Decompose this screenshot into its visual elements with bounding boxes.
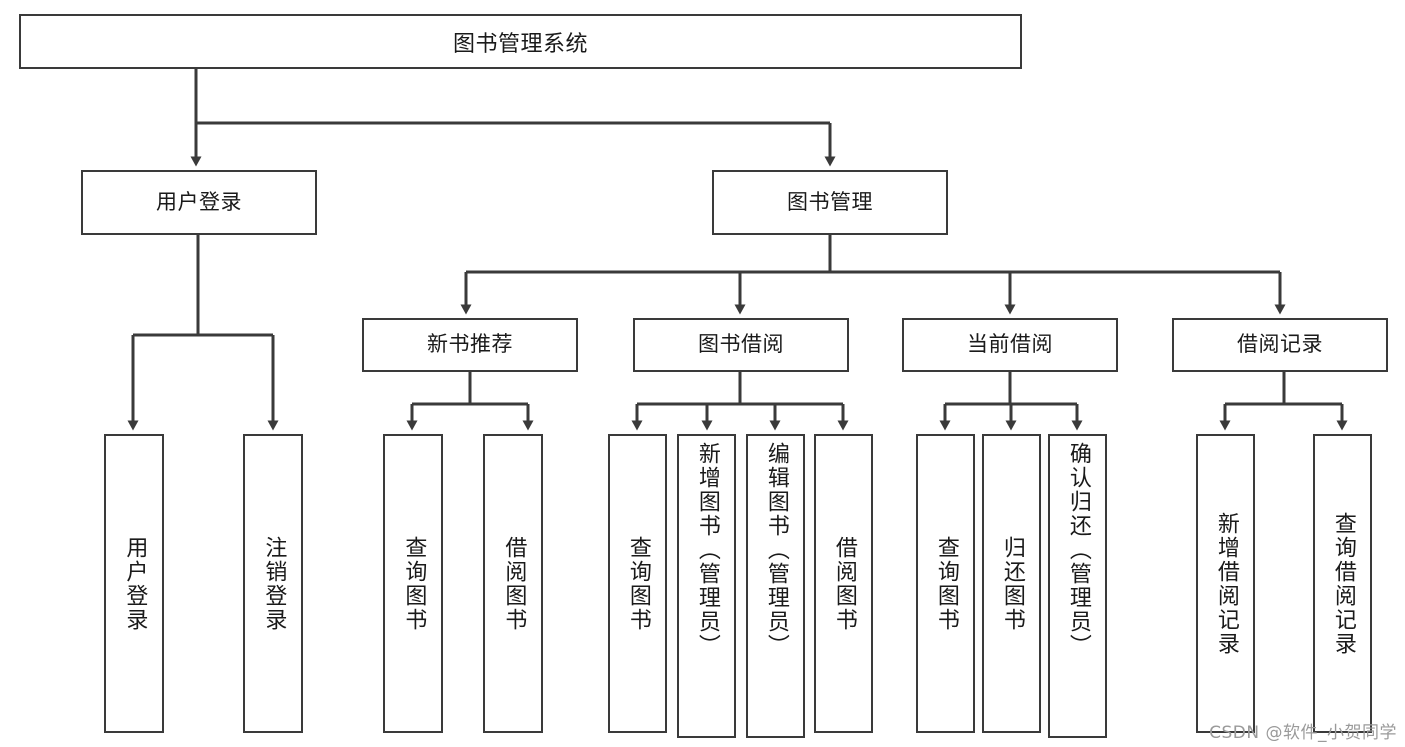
node-new-book-recommend-label: 新书推荐 <box>427 332 513 357</box>
leaf-current-query-book[interactable]: 查询图书 <box>916 434 975 733</box>
node-root-label: 图书管理系统 <box>452 31 588 57</box>
leaf-label: 新增图书（管理员） <box>694 442 720 658</box>
leaf-label: 注销登录 <box>261 535 287 632</box>
node-book-borrow[interactable]: 图书借阅 <box>633 318 849 372</box>
leaf-label: 查询图书 <box>625 535 651 632</box>
leaf-label: 借阅图书 <box>501 535 527 632</box>
node-user-login[interactable]: 用户登录 <box>81 170 317 235</box>
watermark-text: CSDN @软件_小贺同学 <box>1209 723 1397 743</box>
leaf-borrow-query-book[interactable]: 查询图书 <box>608 434 667 733</box>
leaf-label: 用户登录 <box>122 535 148 632</box>
leaf-label: 查询图书 <box>401 535 427 632</box>
leaf-record-query-record[interactable]: 查询借阅记录 <box>1313 434 1372 733</box>
node-root-system[interactable]: 图书管理系统 <box>19 14 1022 69</box>
node-book-management-label: 图书管理 <box>787 189 873 214</box>
leaf-label: 查询图书 <box>933 535 959 632</box>
node-borrow-record-label: 借阅记录 <box>1237 332 1323 357</box>
leaf-current-return-book[interactable]: 归还图书 <box>982 434 1041 733</box>
leaf-current-confirm-return-admin[interactable]: 确认归还（管理员） <box>1048 434 1107 738</box>
node-user-login-label: 用户登录 <box>156 189 242 214</box>
leaf-label: 编辑图书（管理员） <box>763 442 789 658</box>
leaf-user-login-signout[interactable]: 注销登录 <box>243 434 303 733</box>
leaf-label: 确认归还（管理员） <box>1065 442 1091 658</box>
node-book-borrow-label: 图书借阅 <box>698 332 784 357</box>
node-book-management[interactable]: 图书管理 <box>712 170 948 235</box>
node-borrow-record[interactable]: 借阅记录 <box>1172 318 1388 372</box>
node-current-borrow-label: 当前借阅 <box>967 332 1053 357</box>
leaf-borrow-add-book-admin[interactable]: 新增图书（管理员） <box>677 434 736 738</box>
node-new-book-recommend[interactable]: 新书推荐 <box>362 318 578 372</box>
leaf-label: 借阅图书 <box>831 535 857 632</box>
leaf-record-add-record[interactable]: 新增借阅记录 <box>1196 434 1255 733</box>
leaf-label: 归还图书 <box>999 535 1025 632</box>
node-current-borrow[interactable]: 当前借阅 <box>902 318 1118 372</box>
leaf-borrow-edit-book-admin[interactable]: 编辑图书（管理员） <box>746 434 805 738</box>
leaf-recommend-borrow-book[interactable]: 借阅图书 <box>483 434 543 733</box>
leaf-user-login-signin[interactable]: 用户登录 <box>104 434 164 733</box>
leaf-label: 查询借阅记录 <box>1330 511 1356 656</box>
leaf-recommend-query-book[interactable]: 查询图书 <box>383 434 443 733</box>
leaf-borrow-borrow-book[interactable]: 借阅图书 <box>814 434 873 733</box>
leaf-label: 新增借阅记录 <box>1213 511 1239 656</box>
